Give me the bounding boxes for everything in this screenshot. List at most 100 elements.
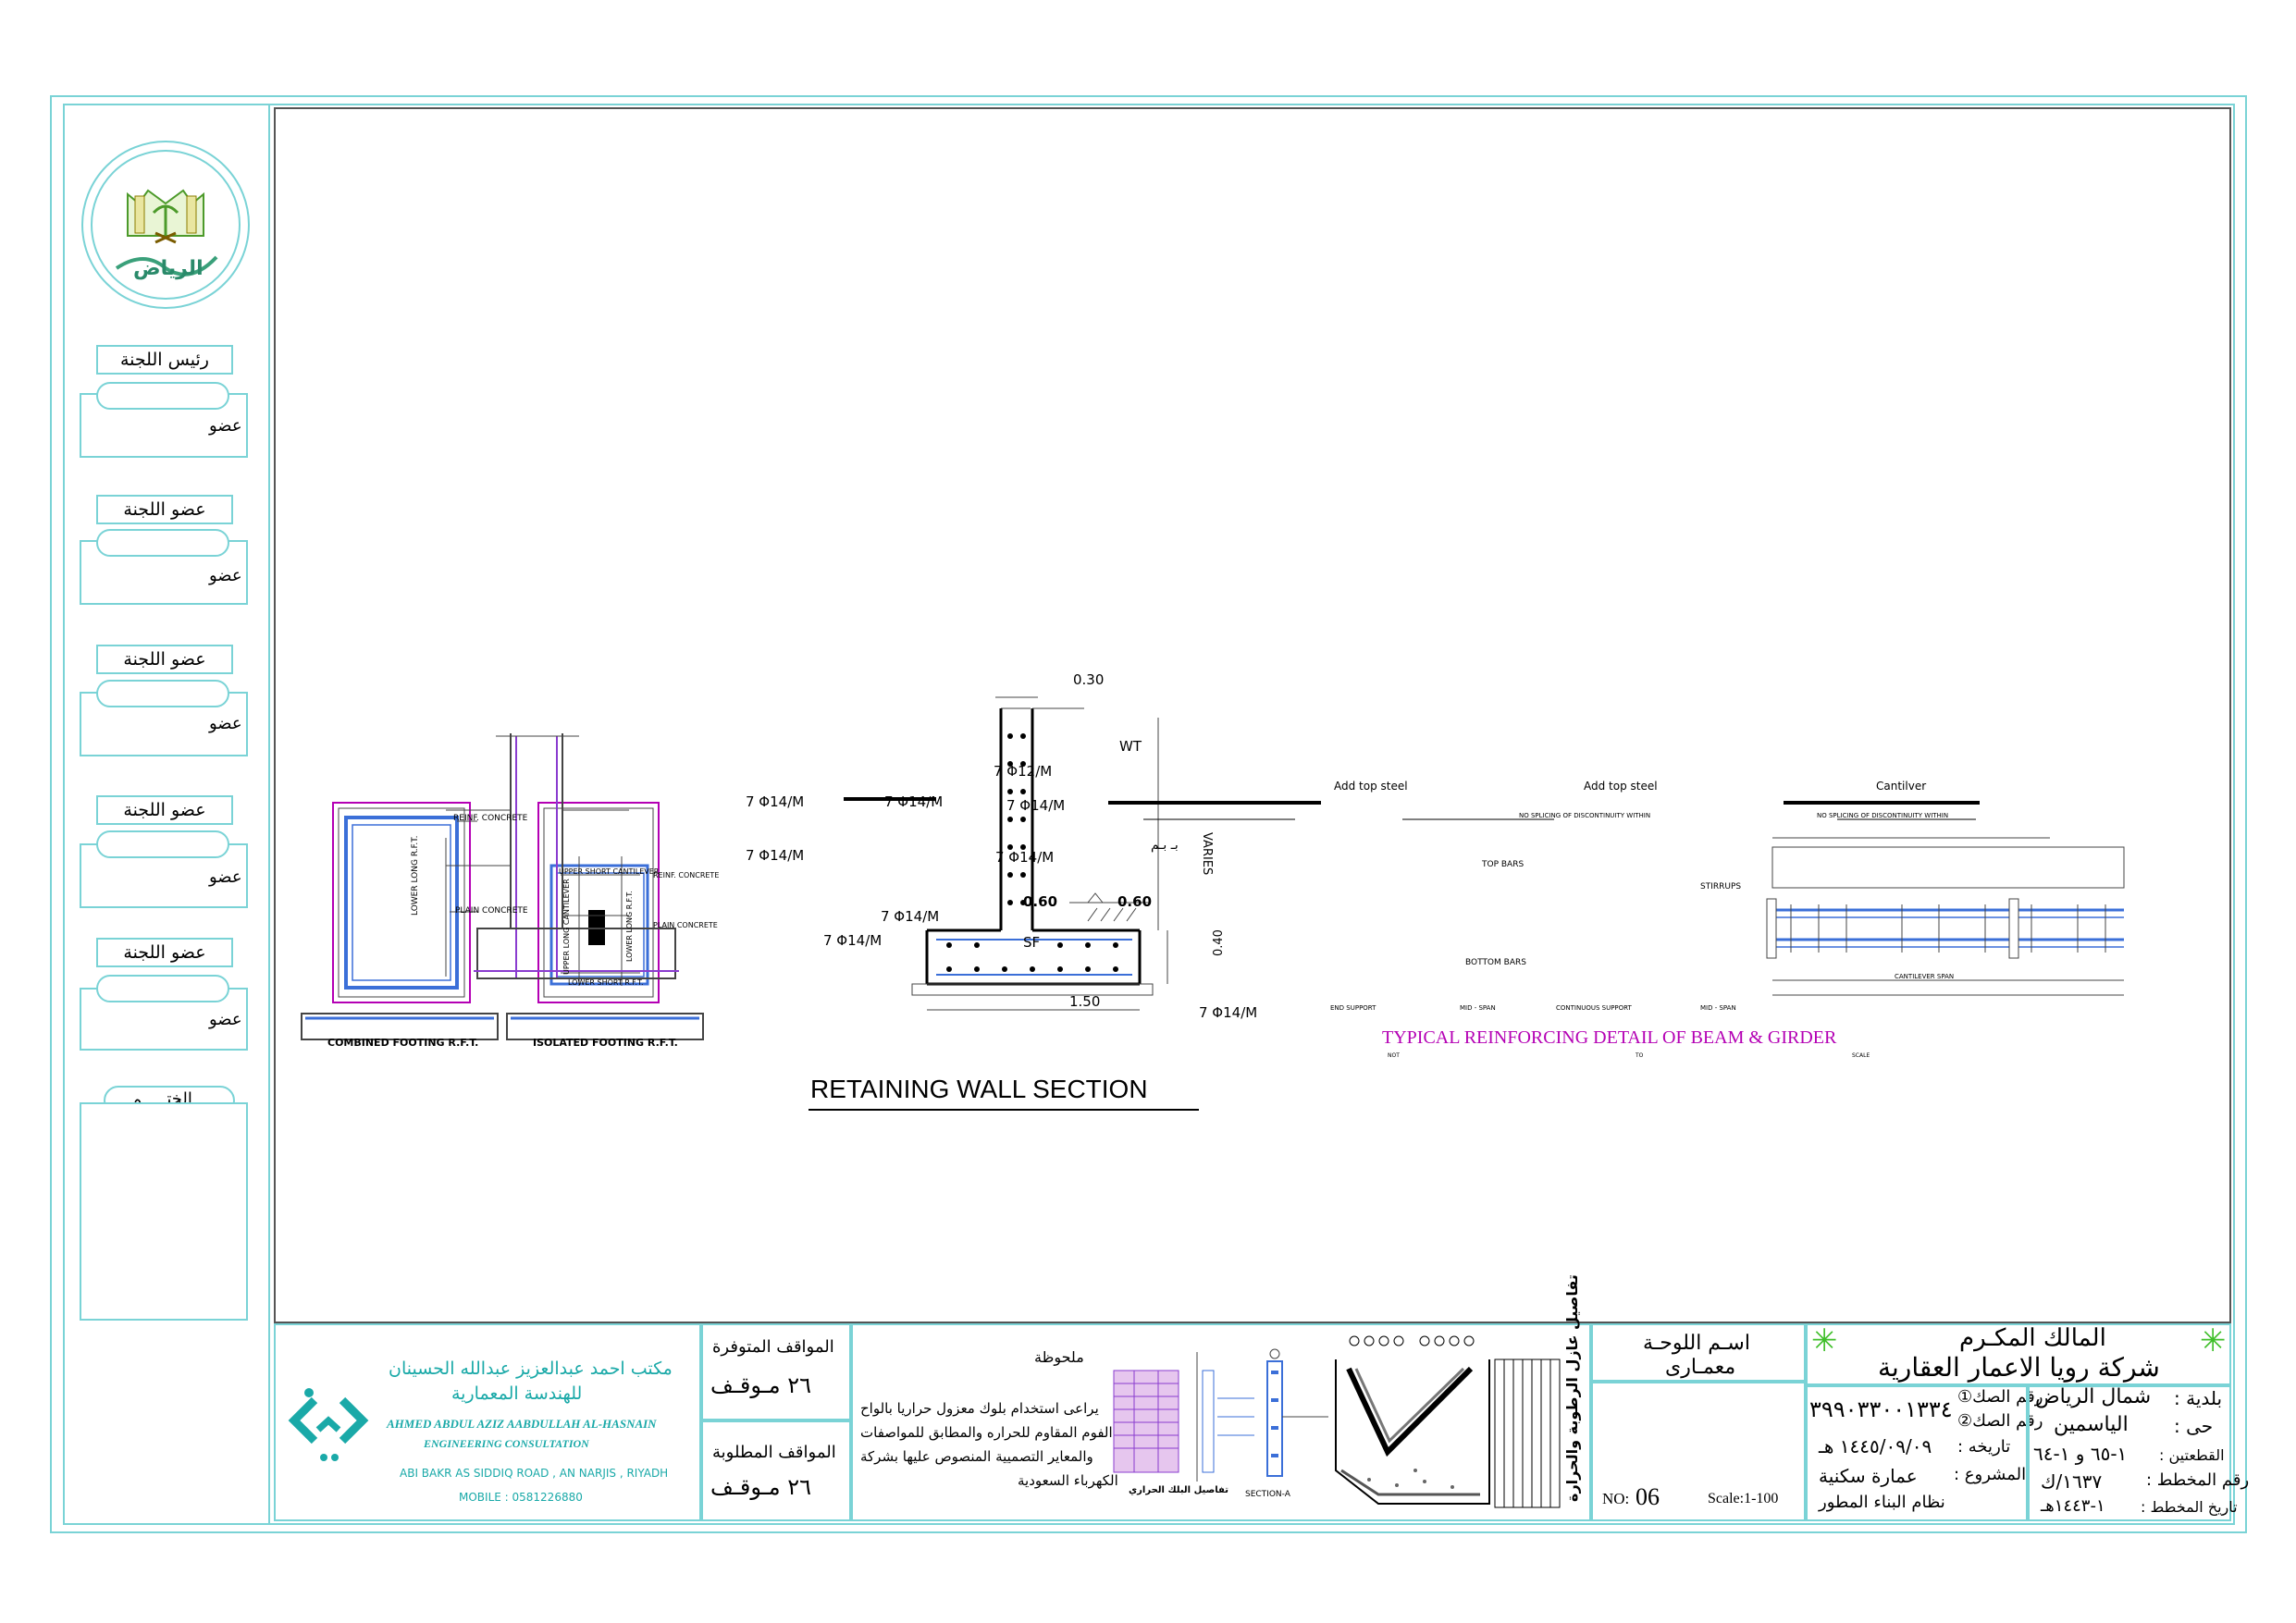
wall-varies: VARIES bbox=[1200, 832, 1214, 876]
committee-member-tag-4: عضو اللجنة bbox=[96, 938, 233, 967]
beam-cantilever: Cantilver bbox=[1876, 780, 1927, 793]
retaining-wall-simple-drawing bbox=[446, 733, 679, 979]
owner-label: المالك المكـرم bbox=[1959, 1324, 2106, 1352]
beam-under-2: TO bbox=[1636, 1052, 1644, 1059]
sheet-no-value: 06 bbox=[1636, 1483, 1660, 1510]
office-name-en-2: ENGINEERING CONSULTATION bbox=[424, 1437, 589, 1450]
beam-add-top-1: Add top steel bbox=[1334, 780, 1408, 793]
logo-text: الرياض bbox=[133, 257, 204, 280]
beam-no-splicing-2: NO SPLICING OF DISCONTINUITY WITHIN bbox=[1817, 812, 1949, 819]
isolated-footing-plain: PLAIN CONCRETE bbox=[653, 921, 718, 929]
tb-parking-mid bbox=[699, 1419, 849, 1422]
wall-wt: WT bbox=[1119, 738, 1142, 755]
thermal-block-detail bbox=[1106, 1343, 1365, 1500]
tb-owner-row bbox=[1804, 1383, 2231, 1387]
scale-value: Scale:1-100 bbox=[1708, 1491, 1779, 1506]
beam-stirrups: STIRRUPS bbox=[1700, 882, 1742, 891]
committee-member-tag-2: عضو اللجنة bbox=[96, 645, 233, 674]
combined-footing-drawing bbox=[301, 802, 499, 1040]
note-line-4: الكهرباء السعودية bbox=[1018, 1472, 1118, 1489]
plan-no-label: رقم المخطط : bbox=[2146, 1470, 2250, 1490]
parking-available-label: المواقف المتوفرة bbox=[712, 1337, 834, 1357]
wall-simple-bar-l1: 7 Φ14/M bbox=[746, 793, 805, 810]
sheet-name-value: معمـارى bbox=[1665, 1356, 1736, 1379]
beam-cantilever-span: CANTILEVER SPAN bbox=[1895, 973, 1955, 980]
committee-member-name-1[interactable] bbox=[96, 529, 229, 557]
wall-bar-3: 7 Φ14/M bbox=[995, 849, 1055, 866]
isolated-footing-reinf: REINF. CONCRETE bbox=[653, 871, 720, 879]
committee-chair-name[interactable] bbox=[96, 382, 229, 410]
beam-end-support: END SUPPORT bbox=[1330, 1004, 1376, 1012]
drawing-area bbox=[274, 107, 2231, 1323]
wall-base-width: 1.50 bbox=[1069, 993, 1101, 1010]
combined-footing-lower: LOWER LONG R.F.T. bbox=[411, 835, 420, 916]
tb-owner-div bbox=[2026, 1383, 2030, 1521]
note-label: ملحوظة bbox=[1034, 1348, 1084, 1366]
isolated-footing-drawing bbox=[506, 802, 704, 1040]
district-value: الياسمين bbox=[2054, 1413, 2129, 1436]
waterproof-detail bbox=[1332, 1332, 1589, 1509]
committee-member-3-label: عضو bbox=[209, 867, 242, 887]
wall-simple-bar-l2: 7 Φ14/M bbox=[746, 847, 805, 864]
tb-div-office bbox=[699, 1323, 703, 1521]
committee-member-name-4[interactable] bbox=[96, 975, 229, 1002]
beam-top-bars: TOP BARS bbox=[1482, 860, 1524, 869]
deed-2-label: رقم الصك② bbox=[1957, 1411, 2043, 1431]
isolated-footing-lower-short: LOWER SHORT R.F.T. bbox=[568, 978, 644, 987]
note-line-2: الفوم المقاوم للحراره والمطابق للمواصفات bbox=[860, 1424, 1113, 1441]
isolated-footing-upper-long: UPPER LONG CANTILEVER bbox=[562, 879, 571, 975]
wall-sf: SF bbox=[1023, 934, 1041, 951]
tb-div-details bbox=[1589, 1323, 1593, 1521]
waterproof-caption: تفاصيل عازل الرطوبة والحرارة bbox=[1563, 1274, 1581, 1502]
riyadh-logo: الرياض bbox=[80, 139, 252, 311]
combined-footing-reinf: REINF. CONCRETE bbox=[453, 814, 528, 823]
deed-date-value: ١٤٤٥/٠٩/٠٩ هـ bbox=[1819, 1435, 1932, 1457]
decor-star-right-icon: ✳ bbox=[2200, 1322, 2227, 1359]
municipality-value: شمال الرياض bbox=[2035, 1385, 2152, 1408]
committee-member-tag-1: عضو اللجنة bbox=[96, 495, 233, 524]
drawings-canvas bbox=[301, 696, 2125, 1111]
wall-base-040: 0.40 bbox=[1212, 929, 1226, 956]
beam-add-top-2: Add top steel bbox=[1584, 780, 1658, 793]
section-a-label: SECTION-A bbox=[1245, 1490, 1290, 1499]
committee-member-2-label: عضو bbox=[209, 714, 242, 733]
committee-member-tag-3: عضو اللجنة bbox=[96, 795, 233, 825]
sheet-name-label: اسـم اللوحـة bbox=[1643, 1332, 1750, 1355]
tb-div-sheet bbox=[1804, 1323, 1808, 1521]
deed-value: ٣٩٩٠٣٣٠٠١٣٣٤ bbox=[1809, 1396, 1953, 1422]
municipality-label: بلدية : bbox=[2174, 1387, 2223, 1409]
plan-no-value: ١٦٣٧/ك bbox=[2041, 1470, 2103, 1493]
committee-member-name-2[interactable] bbox=[96, 680, 229, 707]
combined-footing-title: COMBINED FOOTING R.F.T. bbox=[327, 1037, 479, 1049]
district-label: حى : bbox=[2174, 1415, 2214, 1437]
thermal-block-caption: تفاصيل البلك الحراري bbox=[1129, 1485, 1228, 1495]
project-label: المشروع : bbox=[1954, 1465, 2027, 1484]
note-line-3: والمعاير التصميية المنصوص عليها بشركة bbox=[860, 1448, 1093, 1465]
section-title: RETAINING WALL SECTION bbox=[810, 1075, 1148, 1103]
deed-1-label: رقم الصك① bbox=[1957, 1387, 2043, 1407]
beam-mid-span-1: MID - SPAN bbox=[1460, 1004, 1496, 1012]
title-block bbox=[274, 1323, 2231, 1521]
wall-simple-bar-r2: 7 Φ14/M bbox=[881, 908, 940, 925]
beam-mid-span-2: MID - SPAN bbox=[1700, 1004, 1736, 1012]
wall-bar-2: 7 Φ14/M bbox=[1006, 797, 1066, 814]
isolated-footing-title: ISOLATED FOOTING R.F.T. bbox=[533, 1037, 678, 1049]
isolated-footing-lower-long: LOWER LONG R.F.T. bbox=[625, 891, 634, 962]
office-mobile: MOBILE : 0581226880 bbox=[459, 1491, 583, 1504]
wall-simple-bar-r1: 7 Φ14/M bbox=[884, 793, 944, 810]
beam-girder-detail-drawing bbox=[844, 797, 2125, 996]
office-name-ar-1: مكتب احمد عبدالعزيز عبدالله الحسينان bbox=[389, 1359, 673, 1379]
plan-date-label: تاريخ المخطط : bbox=[2141, 1498, 2238, 1516]
committee-member-name-3[interactable] bbox=[96, 830, 229, 858]
committee-member-4-label: عضو bbox=[209, 1010, 242, 1029]
combined-footing-plain: PLAIN CONCRETE bbox=[455, 906, 528, 916]
beam-title: TYPICAL REINFORCING DETAIL OF BEAM & GIR… bbox=[1382, 1027, 1837, 1048]
note-line-1: يراعى استخدام بلوك معزول حراريا بالواح bbox=[860, 1400, 1099, 1417]
left-panel bbox=[63, 104, 270, 1525]
parking-required-label: المواقف المطلوبة bbox=[712, 1443, 836, 1462]
deed-date-label: تاريخه : bbox=[1957, 1437, 2011, 1457]
retaining-wall-detail-drawing bbox=[911, 696, 1168, 1011]
wall-simple-bar-bottom: 7 Φ14/M bbox=[823, 932, 883, 949]
committee-member-1-label: عضو bbox=[209, 566, 242, 585]
wall-right-060: 0.60 bbox=[1117, 893, 1153, 910]
